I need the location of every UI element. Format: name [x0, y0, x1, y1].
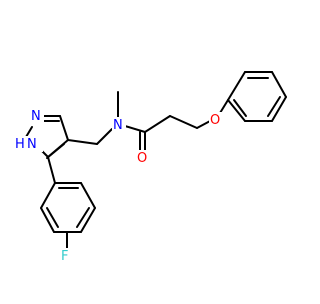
bond	[40, 207, 55, 233]
fluorine-atom-label: F	[61, 249, 68, 264]
atom-label-bg	[30, 108, 44, 122]
bond	[67, 139, 98, 145]
bond	[271, 71, 287, 98]
bond	[40, 182, 56, 209]
atom-label-bg	[209, 112, 225, 126]
atom-label-bg	[60, 248, 74, 262]
bond	[80, 207, 96, 233]
molecule-structure: N H N N O O F	[13, 71, 287, 264]
bond	[25, 126, 33, 138]
bond	[46, 207, 59, 228]
bond	[76, 207, 90, 228]
nitrogen-atom-label: N	[27, 137, 37, 152]
bond	[227, 99, 246, 122]
bond	[59, 115, 69, 141]
bond	[169, 115, 198, 129]
bond	[233, 99, 247, 117]
bond	[227, 71, 246, 101]
hydrogen-atom-label: H	[15, 137, 25, 152]
bond-layer	[25, 71, 287, 251]
atom-label-bg	[13, 136, 43, 152]
atom-label-bg	[112, 117, 126, 131]
bond	[46, 143, 65, 159]
bond	[80, 182, 96, 209]
bond	[124, 125, 146, 133]
nitrogen-atom-label: N	[113, 118, 123, 133]
oxygen-atom-label: O	[137, 151, 147, 166]
nitrogen-atom-label: N	[31, 109, 41, 124]
atom-label-layer: N H N N O O F	[13, 108, 225, 264]
bond	[267, 96, 281, 117]
bond	[219, 99, 229, 114]
atom-label-bg	[136, 150, 150, 164]
bond	[96, 128, 113, 145]
bond	[271, 96, 287, 122]
oxygen-atom-label: O	[210, 113, 220, 128]
bond	[144, 115, 171, 133]
structure-canvas: N H N N O O F	[13, 71, 287, 264]
bond	[47, 156, 56, 184]
